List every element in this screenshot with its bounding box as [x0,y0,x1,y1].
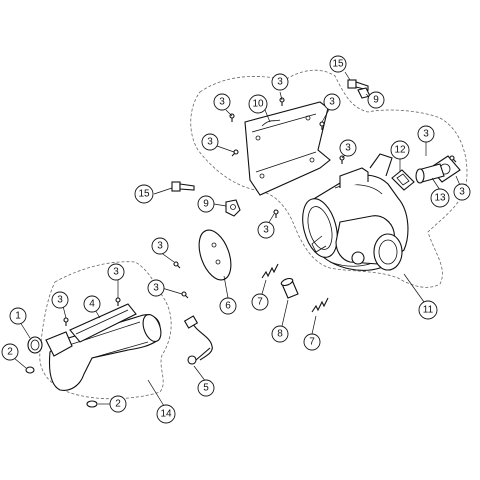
callout-3: 3 [107,263,125,281]
callout-3-label: 3 [329,97,335,108]
callout-3-label: 3 [153,283,159,294]
callout-3-label: 3 [57,295,63,306]
callout-3-label: 3 [423,129,429,140]
plug-left [25,366,35,374]
screw-7 [173,261,181,269]
callout-3: 3 [51,291,69,309]
exhaust-elbow [415,155,461,184]
callout-4: 4 [83,295,101,313]
callout-3: 3 [213,93,231,111]
callout-4-label: 4 [89,299,95,310]
callout-9: 9 [367,91,385,109]
callout-15: 15 [329,55,347,73]
bolt-left [171,181,195,192]
screw-1 [229,113,235,122]
callout-7: 7 [303,333,321,351]
callout-3: 3 [417,125,435,143]
callout-7-label: 7 [309,337,315,348]
callout-3: 3 [339,139,357,157]
callout-10: 10 [248,94,268,114]
sensor-with-cable [183,315,213,365]
callout-3-label: 3 [459,187,465,198]
callout-3: 3 [257,221,275,239]
callout-3: 3 [453,183,471,201]
callout-3-label: 3 [157,241,163,252]
screw-6 [273,209,279,218]
round-gasket-plate [198,229,232,281]
callout-12-label: 12 [394,145,406,156]
callout-3-label: 3 [207,137,213,148]
callout-9: 9 [197,195,215,213]
callout-3: 3 [201,133,219,151]
callout-9-label: 9 [203,199,209,210]
callout-11: 11 [418,300,438,320]
screw-3 [231,149,239,157]
group-outline-upper-assembly [190,69,468,288]
screw-5 [339,155,345,164]
exhaust-duct [45,314,162,391]
callout-14: 14 [156,404,176,424]
callout-3: 3 [323,93,341,111]
plug-lower [86,400,98,408]
callout-15: 15 [134,184,154,204]
callout-2-label: 2 [115,399,121,410]
callout-8-label: 8 [277,329,283,340]
bracket-plate [244,101,331,196]
callout-7: 7 [251,293,269,311]
callout-13: 13 [430,188,450,208]
group-outline-lower-assembly [39,261,172,400]
callout-3: 3 [271,73,289,91]
callout-15-label: 15 [332,59,344,70]
callout-10-label: 10 [252,99,264,110]
spring-lower [311,297,329,313]
callout-5: 5 [197,379,215,397]
screw-10 [63,317,69,326]
callout-9-label: 9 [373,95,379,106]
callout-12: 12 [390,140,410,160]
callout-3-label: 3 [263,225,269,236]
screw-11 [449,155,457,163]
callout-2: 2 [109,395,127,413]
callout-3-label: 3 [113,267,119,278]
callout-5-label: 5 [203,383,209,394]
callout-3-label: 3 [219,97,225,108]
callout-2: 2 [1,343,19,361]
callout-13-label: 13 [434,193,446,204]
callout-6-label: 6 [225,301,231,312]
spring-upper [261,263,279,279]
screw-8 [181,291,189,299]
callout-14-label: 14 [160,409,172,420]
callout-3: 3 [147,279,165,297]
callout-3-label: 3 [345,143,351,154]
clip-left [225,199,241,217]
callout-2-label: 2 [7,347,13,358]
callout-1: 1 [9,307,27,325]
callout-3-label: 3 [277,77,283,88]
ring-seal [27,336,43,354]
sleeve [280,277,299,299]
gasket [391,169,415,191]
heat-shield [69,303,137,343]
callout-8: 8 [271,325,289,343]
callout-11-label: 11 [423,305,434,316]
callout-1-label: 1 [15,311,21,322]
callout-7-label: 7 [257,297,263,308]
callout-3: 3 [151,237,169,255]
callout-15-label: 15 [138,189,150,200]
heater-body [302,153,409,271]
callout-6: 6 [219,297,237,315]
screw-9 [115,297,121,306]
